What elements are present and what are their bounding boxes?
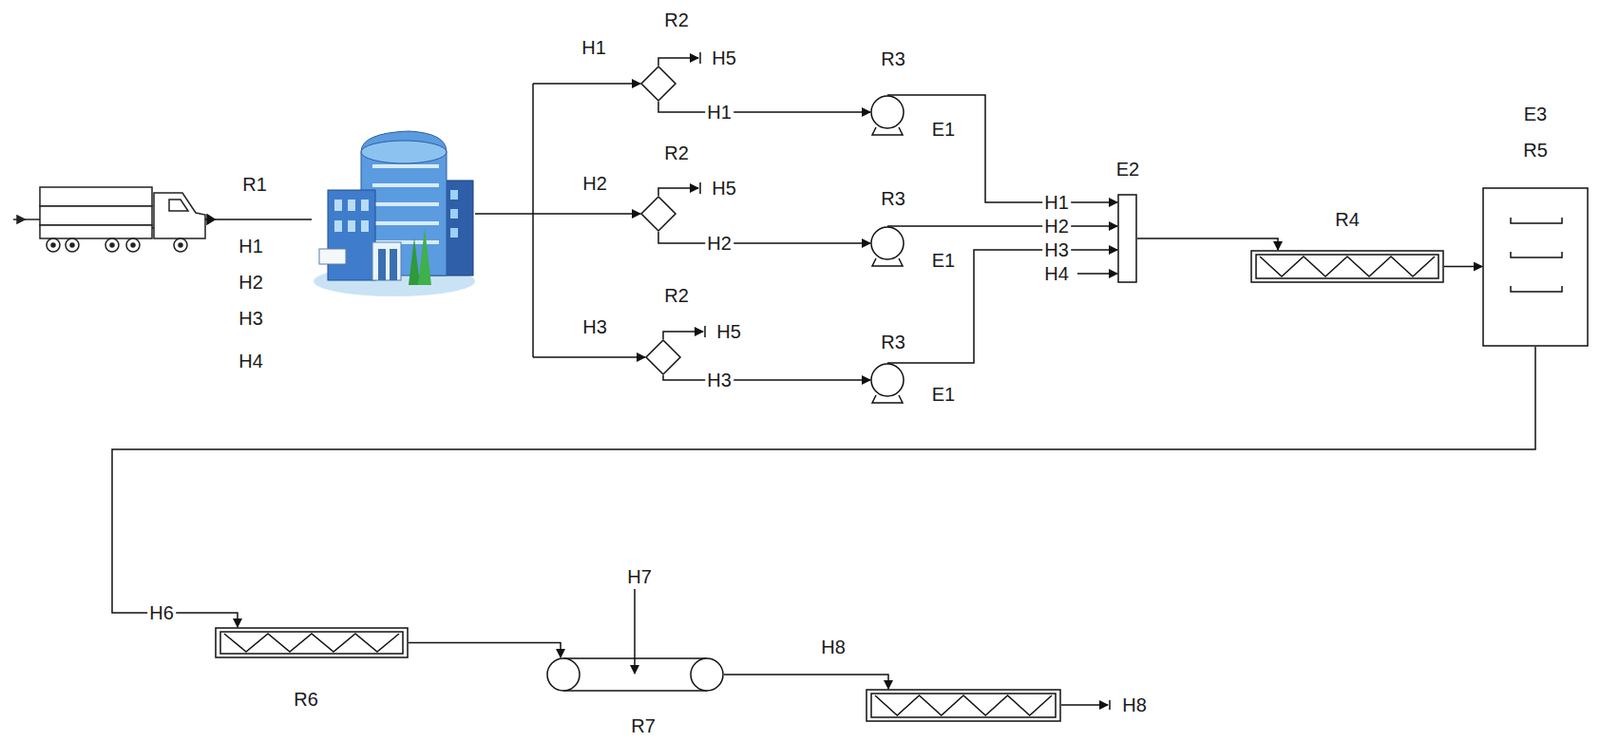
stream-tag: H3	[1042, 239, 1071, 261]
diamond-symbol	[640, 65, 677, 102]
other-streams	[634, 273, 1118, 710]
stream-tag: R1	[240, 173, 269, 195]
process-stream	[1137, 238, 1278, 250]
stream-tag: H1	[579, 37, 609, 58]
stream-tag: H6	[147, 602, 176, 624]
equipment-tag: H8	[820, 637, 846, 657]
pump-unit: R3E1	[870, 362, 905, 398]
process-stream	[408, 643, 561, 659]
process-stream	[112, 346, 1536, 628]
stream-tag: H1	[1042, 191, 1071, 213]
equipment-tag: R6	[293, 689, 319, 709]
process-stream	[663, 375, 871, 381]
process-stream	[1444, 266, 1483, 268]
equipment-tag: R4	[1334, 209, 1360, 229]
pump-unit: R3E1	[870, 226, 905, 261]
conveyor-unit: R7	[546, 657, 724, 692]
pump-symbol	[870, 362, 905, 398]
stream-tag: H1	[704, 101, 734, 123]
equipment-tag: E3	[1523, 104, 1547, 124]
stream-tag: H5	[709, 47, 739, 69]
diamond-symbol	[640, 195, 677, 232]
stream-tag: H1	[236, 235, 266, 257]
feed-line	[205, 214, 312, 225]
stream-tag: H4	[1042, 263, 1071, 285]
stream-tag: H2	[1042, 215, 1071, 237]
diamond-unit: R2	[645, 339, 682, 376]
hx-unit: R4	[1250, 249, 1445, 284]
equipment-tag: R7	[630, 716, 656, 736]
equipment-tag: R2	[664, 285, 689, 305]
truck	[13, 187, 206, 252]
building	[313, 131, 476, 297]
stream-tag: H5	[709, 177, 739, 199]
diamond-unit: R2	[640, 195, 677, 232]
stream-tag: H4	[236, 350, 266, 372]
pump-symbol	[870, 226, 905, 261]
pump-symbol	[870, 95, 905, 130]
tank-unit: E3R5	[1482, 187, 1589, 347]
hx-unit: H8	[865, 688, 1062, 723]
process-stream	[658, 101, 871, 113]
equipment-tag: E2	[1116, 159, 1140, 179]
process-stream	[887, 249, 1118, 363]
equipment-tag: R3	[880, 189, 906, 209]
equipment-tag: R3	[880, 49, 906, 69]
vent-stubs	[658, 52, 705, 340]
mixer-unit: E2	[1117, 193, 1138, 284]
mixer-symbol	[1117, 193, 1138, 284]
hx-unit: R6	[214, 627, 409, 659]
equipment-tag: R2	[664, 143, 689, 163]
process-stream	[658, 231, 871, 244]
pump-unit: R3E1	[870, 95, 905, 130]
diamond-symbol	[645, 339, 682, 376]
hx-symbol	[865, 688, 1062, 723]
equipment-tag: E1	[932, 384, 955, 404]
hx-symbol	[1250, 249, 1445, 284]
equipment-tag: E1	[932, 119, 955, 139]
stream-tag: H3	[580, 316, 610, 338]
stream-tag: H5	[714, 321, 743, 343]
stream-tag: H2	[236, 271, 266, 293]
diamond-unit: R2	[640, 65, 677, 102]
process-stream	[887, 95, 1118, 203]
feed-manifold	[475, 83, 646, 358]
stream-tag: H3	[236, 307, 266, 329]
equipment-tag: R3	[880, 332, 906, 352]
tank-symbol	[1482, 187, 1589, 347]
process-stream	[723, 674, 889, 689]
hx-symbol	[214, 627, 409, 659]
stream-tag: H7	[625, 566, 654, 588]
process-stream	[887, 225, 1118, 228]
equipment-tag: R5	[1523, 140, 1548, 160]
equipment-tag: E1	[932, 250, 955, 270]
stream-tag: H2	[704, 232, 734, 254]
stream-tag: H2	[580, 172, 610, 194]
conveyor-symbol	[546, 657, 724, 692]
equipment-tag: R2	[664, 10, 689, 30]
stream-tag: H8	[1120, 694, 1149, 716]
stream-tag: H3	[704, 369, 734, 391]
